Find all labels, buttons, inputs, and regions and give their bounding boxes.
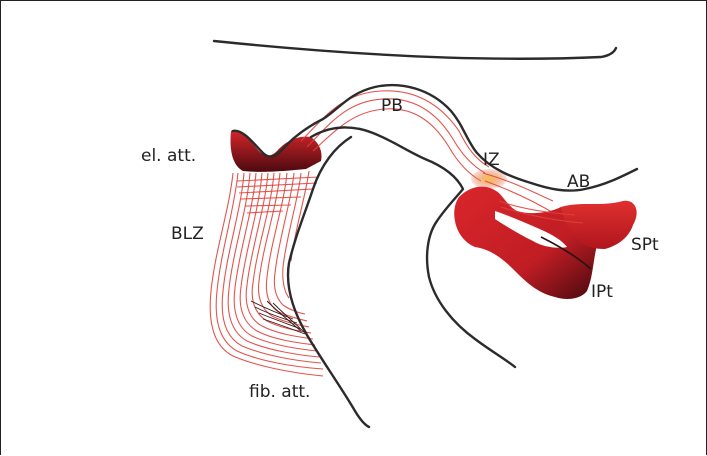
fiber-bundle-blz	[210, 171, 323, 376]
label-el-att: el. att.	[141, 146, 196, 166]
upper-bone-outline	[214, 41, 616, 59]
label-pb: PB	[381, 96, 403, 116]
label-ab: AB	[567, 172, 590, 192]
label-fib-att: fib. att.	[249, 382, 310, 402]
label-spt: SPt	[631, 235, 659, 255]
label-ipt: IPt	[591, 282, 613, 302]
label-blz: BLZ	[171, 224, 204, 244]
label-iz: IZ	[483, 150, 500, 170]
elastic-attachment-region	[231, 130, 322, 172]
